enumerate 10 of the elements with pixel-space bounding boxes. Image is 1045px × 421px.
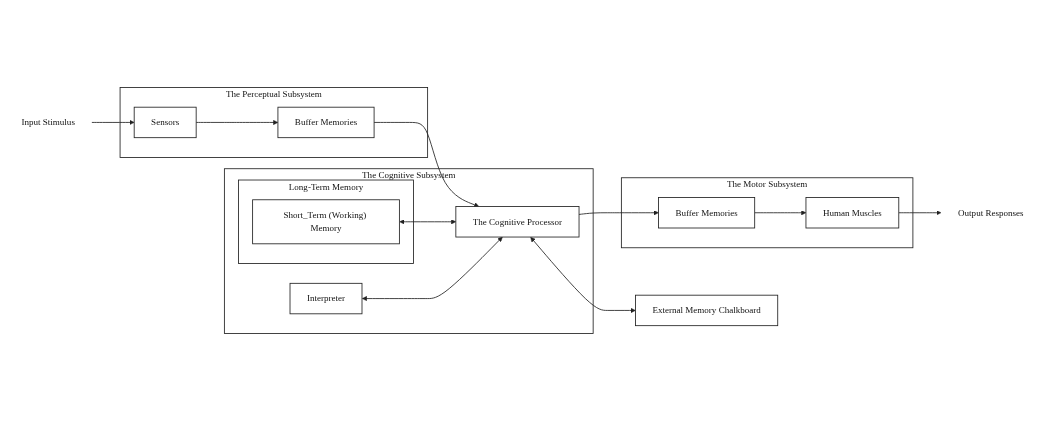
node-text: Output Responses: [958, 207, 1024, 218]
node-box: Short_Term (Working) Memory: [252, 199, 400, 245]
node-box: Interpreter: [289, 282, 363, 315]
node-box: External Memory Chalkboard: [635, 294, 779, 327]
node-box: Sensors: [133, 106, 197, 139]
node-box: Buffer Memories: [658, 197, 756, 229]
node-text: Input Stimulus: [21, 117, 75, 127]
node-box: The Cognitive Processor: [455, 206, 580, 238]
node-box: Human Muscles: [805, 197, 900, 229]
node-box: Buffer Memories: [277, 106, 375, 139]
